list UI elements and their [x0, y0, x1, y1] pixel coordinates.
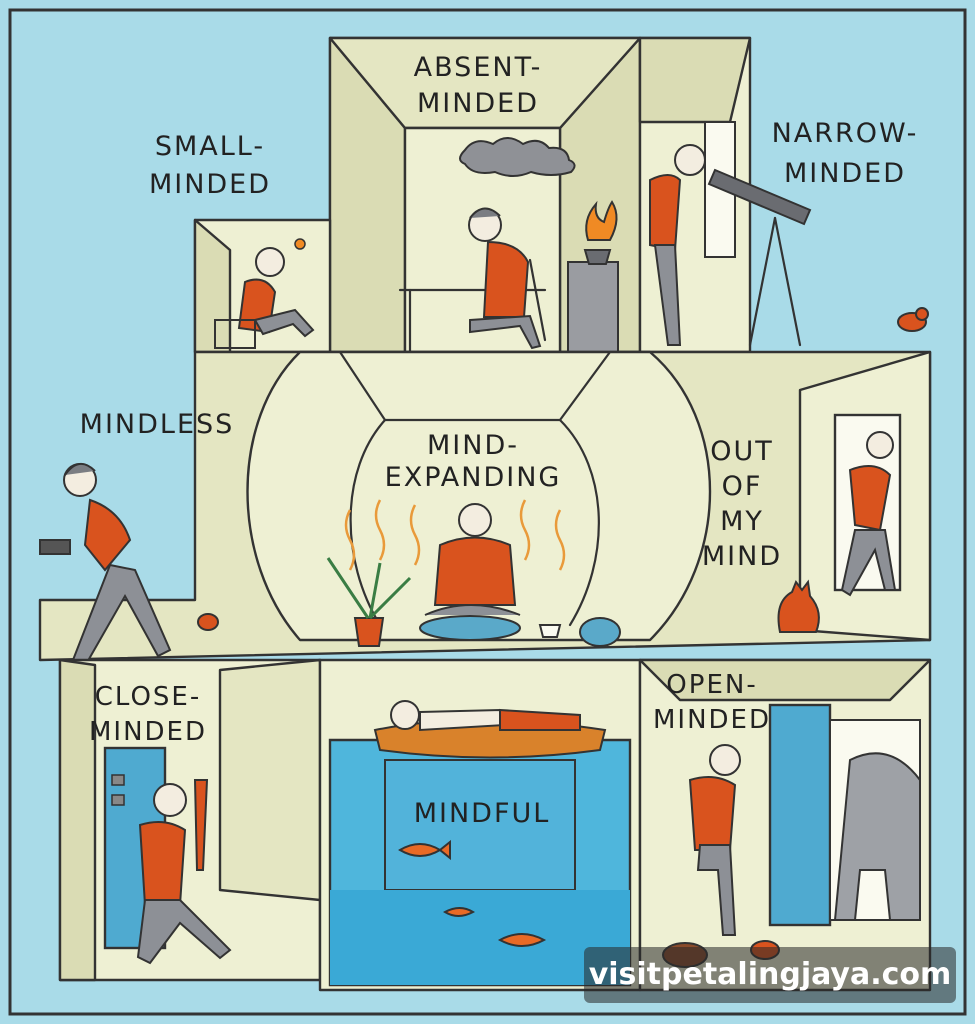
fire-icon — [585, 200, 618, 241]
label-absent-minded-2: MINDED — [417, 88, 539, 119]
fish-icon — [442, 907, 476, 917]
label-out-of-my-mind-4: MIND — [702, 541, 782, 572]
close-minded-room — [58, 658, 322, 982]
label-open-minded-2: MINDED — [653, 705, 771, 735]
label-narrow-minded-2: MINDED — [784, 158, 906, 189]
bird-icon — [897, 307, 929, 332]
label-mindful: MINDFUL — [414, 798, 551, 829]
tiny-bed-icon — [214, 319, 256, 349]
open-door — [768, 703, 832, 927]
lightbulb-icon — [294, 238, 306, 250]
cat-icon — [777, 579, 820, 633]
label-small-minded-2: MINDED — [149, 169, 271, 200]
cushion-icon — [419, 615, 521, 641]
label-out-of-my-mind-2: OF — [722, 471, 763, 502]
middle-floor — [38, 350, 932, 668]
telescope-icon — [707, 168, 812, 226]
plant-pot-icon — [353, 617, 385, 647]
label-absent-minded-1: ABSENT- — [414, 52, 543, 83]
absent-minded-room — [328, 36, 642, 354]
label-narrow-minded-1: NARROW- — [772, 118, 919, 149]
teapot-icon — [579, 617, 621, 647]
label-open-minded-1: OPEN- — [666, 670, 757, 700]
label-mind-expanding-2: EXPANDING — [385, 462, 562, 493]
fish-icon — [398, 839, 451, 861]
cup-icon — [538, 624, 562, 638]
label-out-of-my-mind-1: OUT — [710, 436, 774, 467]
outer-frame — [8, 8, 967, 1016]
phone-icon — [39, 539, 71, 555]
label-out-of-my-mind-3: MY — [720, 506, 764, 537]
watermark: visitpetalingjaya.com — [584, 947, 956, 1003]
label-mind-expanding-1: MIND- — [427, 430, 519, 461]
fish-icon — [497, 933, 547, 947]
smoke-cloud-icon — [459, 137, 576, 177]
label-close-minded-2: MINDED — [89, 717, 207, 747]
stove-icon — [567, 261, 619, 353]
narrow-minded-room — [638, 36, 812, 354]
label-small-minded-1: SMALL- — [155, 131, 265, 162]
baseball-bat-icon — [193, 779, 209, 871]
elephant-icon — [833, 752, 921, 921]
label-close-minded-1: CLOSE- — [95, 682, 202, 712]
small-minded-room — [193, 218, 332, 354]
small-bird-icon — [197, 613, 219, 631]
open-minded-room — [638, 658, 932, 992]
label-mindless: MINDLESS — [80, 409, 235, 440]
